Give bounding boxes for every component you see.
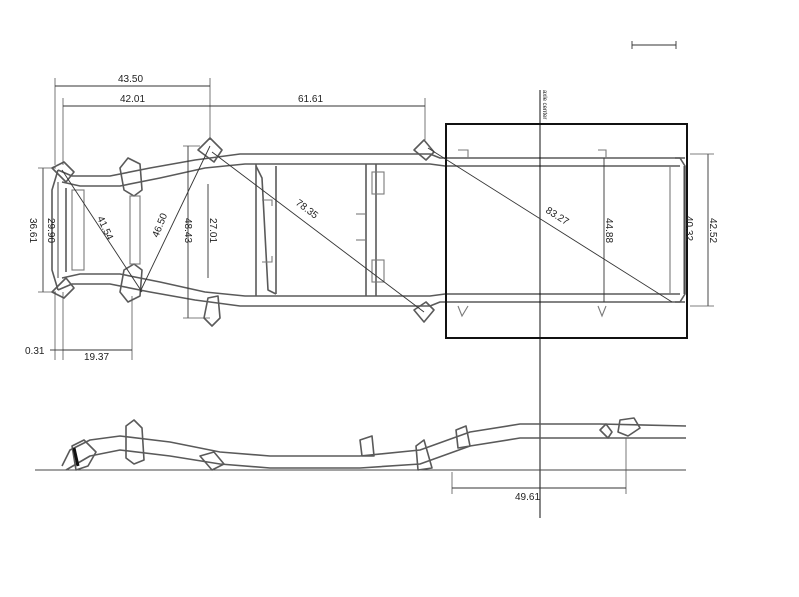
dim-41-54: 41.54 <box>94 215 115 243</box>
frame-side-view <box>35 417 687 494</box>
dim-27-01: 27.01 <box>207 218 218 243</box>
dim-49-61: 49.61 <box>515 492 540 503</box>
dim-42-01: 42.01 <box>120 94 145 105</box>
dim-42-52: 42.52 <box>707 218 718 243</box>
rear-bed-box <box>445 123 688 339</box>
dim-78-35: 78.35 <box>293 198 320 222</box>
dim-61-61: 61.61 <box>298 94 323 105</box>
dim-43-50: 43.50 <box>118 74 143 85</box>
axle-center-line: axle center <box>539 90 547 518</box>
dim-36-61: 36.61 <box>27 218 38 243</box>
dim-29-90: 29.90 <box>45 218 56 243</box>
axle-center-label: axle center <box>541 90 547 119</box>
dim-0-31: 0.31 <box>25 346 45 357</box>
dim-48-43: 48.43 <box>182 218 193 243</box>
dim-19-37: 19.37 <box>84 352 109 363</box>
scale-bar <box>631 41 677 49</box>
frame-top-view <box>51 137 686 327</box>
dim-40-32: 40.32 <box>683 216 694 241</box>
top-dimensions: 43.50 42.01 61.61 36.61 29.90 41.54 46.5… <box>25 74 718 363</box>
dim-44-88: 44.88 <box>603 218 614 243</box>
dim-83-27: 83.27 <box>543 205 570 228</box>
side-dimensions: 49.61 <box>451 472 626 503</box>
